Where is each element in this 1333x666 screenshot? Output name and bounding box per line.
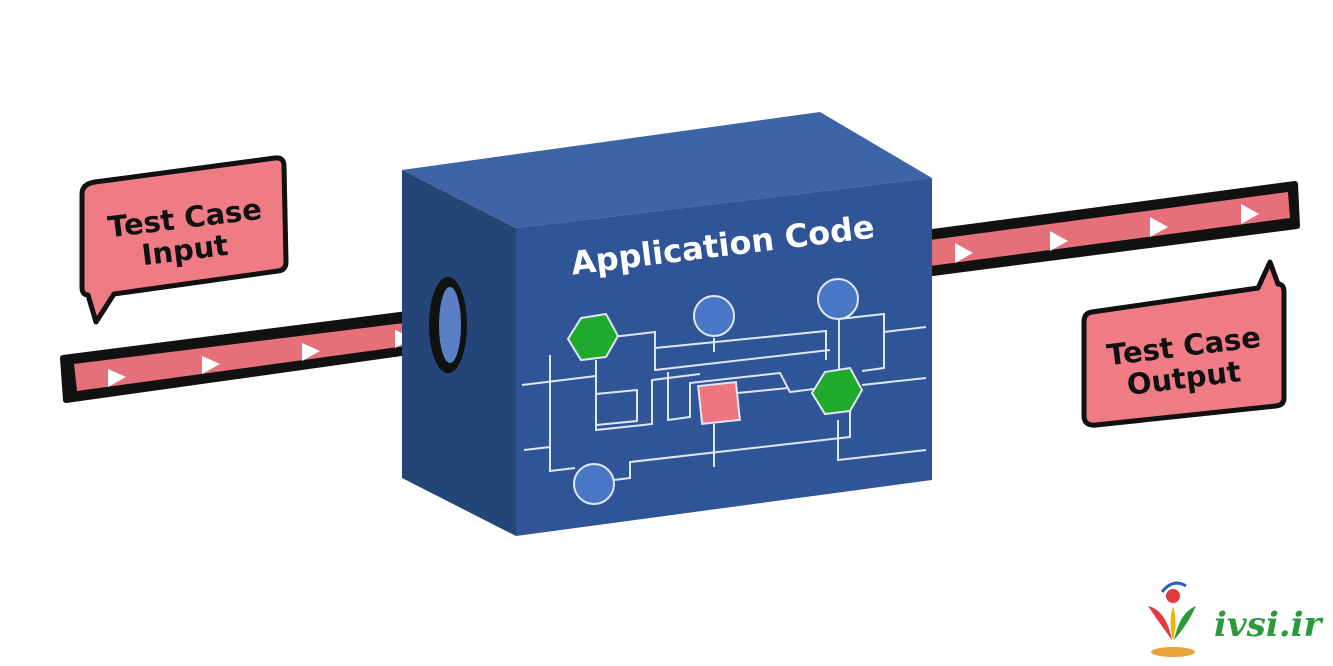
people-logo-icon	[1148, 581, 1196, 657]
circle-node	[817, 278, 859, 320]
circle-node	[573, 463, 615, 505]
flow-arrow-icon	[1150, 217, 1168, 237]
flow-arrow-icon	[955, 243, 973, 263]
flow-arrow-icon	[1241, 204, 1259, 224]
watermark-text: ivsi.ir	[1214, 605, 1323, 645]
flow-arrow-icon	[108, 369, 126, 387]
output-pipe	[922, 181, 1300, 277]
hexagon-node	[810, 366, 864, 416]
flow-arrow-icon	[202, 356, 220, 374]
watermark-logo: ivsi.ir	[1148, 581, 1323, 657]
circle-node	[693, 295, 735, 337]
square-node	[697, 381, 741, 425]
application-box: Application Code	[402, 112, 932, 536]
input-hole-inner	[439, 287, 461, 363]
hexagon-node	[566, 312, 620, 362]
input-pipe	[60, 304, 469, 403]
flow-arrow-icon	[302, 343, 320, 361]
flow-arrow-icon	[1050, 231, 1068, 251]
box-front-face	[516, 178, 932, 536]
box-top-face	[402, 112, 932, 228]
input-bubble: Test Case Input	[79, 155, 289, 325]
output-bubble: Test Case Output	[1081, 259, 1287, 428]
circuit-lines	[521, 312, 927, 481]
